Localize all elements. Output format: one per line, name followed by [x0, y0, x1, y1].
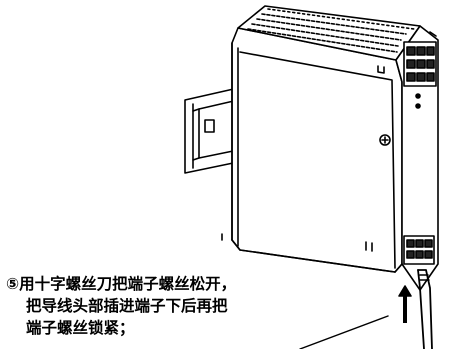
caption-line-2: 把导线头部插进端子下后再把: [26, 297, 228, 315]
instruction-caption: ⑤用十字螺丝刀把端子螺丝松开， 把导线头部插进端子下后再把 端子螺丝锁紧；: [6, 273, 306, 339]
din-rail-illustration: [184, 87, 239, 174]
caption-line-1: ⑤用十字螺丝刀把端子螺丝松开，: [6, 275, 237, 293]
wire-illustration: [299, 315, 389, 349]
housing-right-side: [394, 25, 439, 291]
up-arrow-icon: [398, 285, 412, 323]
housing-front: [221, 27, 403, 273]
screwdriver-icon: [417, 269, 433, 349]
caption-line-3: 端子螺丝锁紧；: [26, 319, 135, 337]
